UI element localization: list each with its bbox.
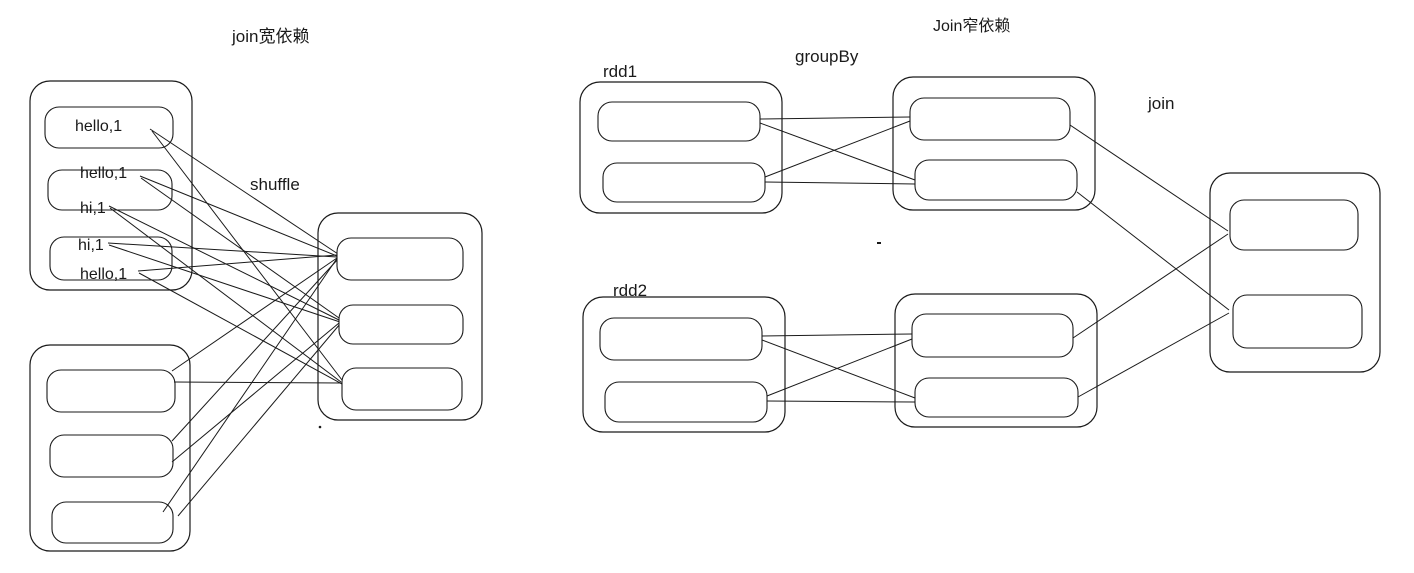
shuffle-edge [138,272,343,385]
shuffle-edge [171,322,340,463]
stray-dot [318,425,322,429]
shuffle-edge [151,130,343,381]
rdd1-label: rdd1 [603,62,637,81]
join-edge [1077,312,1230,398]
partition-box [597,101,761,142]
join-edges [1069,124,1230,398]
join-edge [1069,124,1229,232]
groupby-edge [759,122,916,181]
rdd-container-outline [29,344,191,552]
partition-box [1232,294,1363,349]
groupby-edge [764,120,911,178]
left-source-bottom-rdd [29,344,191,552]
partition-record-text: hello,1 [80,165,127,182]
partition-box [49,434,174,478]
join-label: join [1147,94,1174,113]
shuffle-edge [107,242,338,258]
shuffle-edge [139,175,338,257]
rdd1-container [579,81,783,214]
shuffle-edge [171,258,339,442]
shuffle-edges [107,128,343,517]
left-shuffle-target-rdd [317,212,483,421]
partition-box [599,317,763,361]
shuffle-edge [149,128,339,255]
left-source-top-rdd: hello,1 hello,1 hi,1 hi,1 hello,1 [29,80,193,291]
partition-box [336,237,464,281]
rdd1-grouped-container [892,76,1096,211]
rdd2-label: rdd2 [613,281,647,300]
rdd-container-outline [582,296,786,433]
stray-dot [877,242,881,244]
groupby-edge [761,333,913,337]
rdd-container-outline [29,80,193,291]
partition-box [46,369,176,413]
groupby-edge [766,400,916,403]
partition-box [602,162,766,203]
join-result-container [1209,172,1381,373]
shuffle-edge [137,254,338,272]
partition-box [604,381,768,423]
rdd-container-outline [1209,172,1381,373]
partition-record-text: hi,1 [78,237,104,254]
partition-record-text: hello,1 [80,266,127,283]
join-edge [1076,191,1230,311]
groupby-edge [761,339,916,399]
partition-box [1229,199,1359,251]
rdd-container-outline [892,76,1096,211]
partition-box [909,97,1071,141]
shuffle-edge [171,257,338,372]
groupby-label: groupBy [795,47,859,66]
partition-box [47,169,173,211]
rdd2-container [582,296,786,433]
shuffle-edge [108,244,341,323]
rdd-container-outline [579,81,783,214]
shuffle-edge [173,381,343,384]
partition-box [341,367,463,411]
groupby-edge [766,338,913,397]
partition-box [51,501,174,544]
groupby-edges-rdd1 [759,116,916,185]
rdd2-grouped-container [894,293,1098,428]
join-edge [1072,233,1229,339]
partition-box [911,313,1074,358]
groupby-edge [759,116,911,120]
shuffle-edge [108,205,340,321]
rdd-container-outline [317,212,483,421]
partition-box [914,159,1078,201]
right-diagram-title: Join窄依赖 [933,17,1010,35]
partition-box [44,106,174,149]
partition-record-text: hi,1 [80,200,106,217]
left-diagram-title: join宽依赖 [231,27,309,46]
groupby-edges-rdd2 [761,333,916,403]
partition-record-text: hello,1 [75,118,122,135]
partition-box [338,304,464,345]
shuffle-label: shuffle [250,175,300,194]
shuffle-edge [177,323,341,517]
partition-box [49,236,173,281]
shuffle-edge [162,256,339,513]
partition-box [914,377,1079,418]
groupby-edge [764,181,916,185]
rdd-container-outline [894,293,1098,428]
